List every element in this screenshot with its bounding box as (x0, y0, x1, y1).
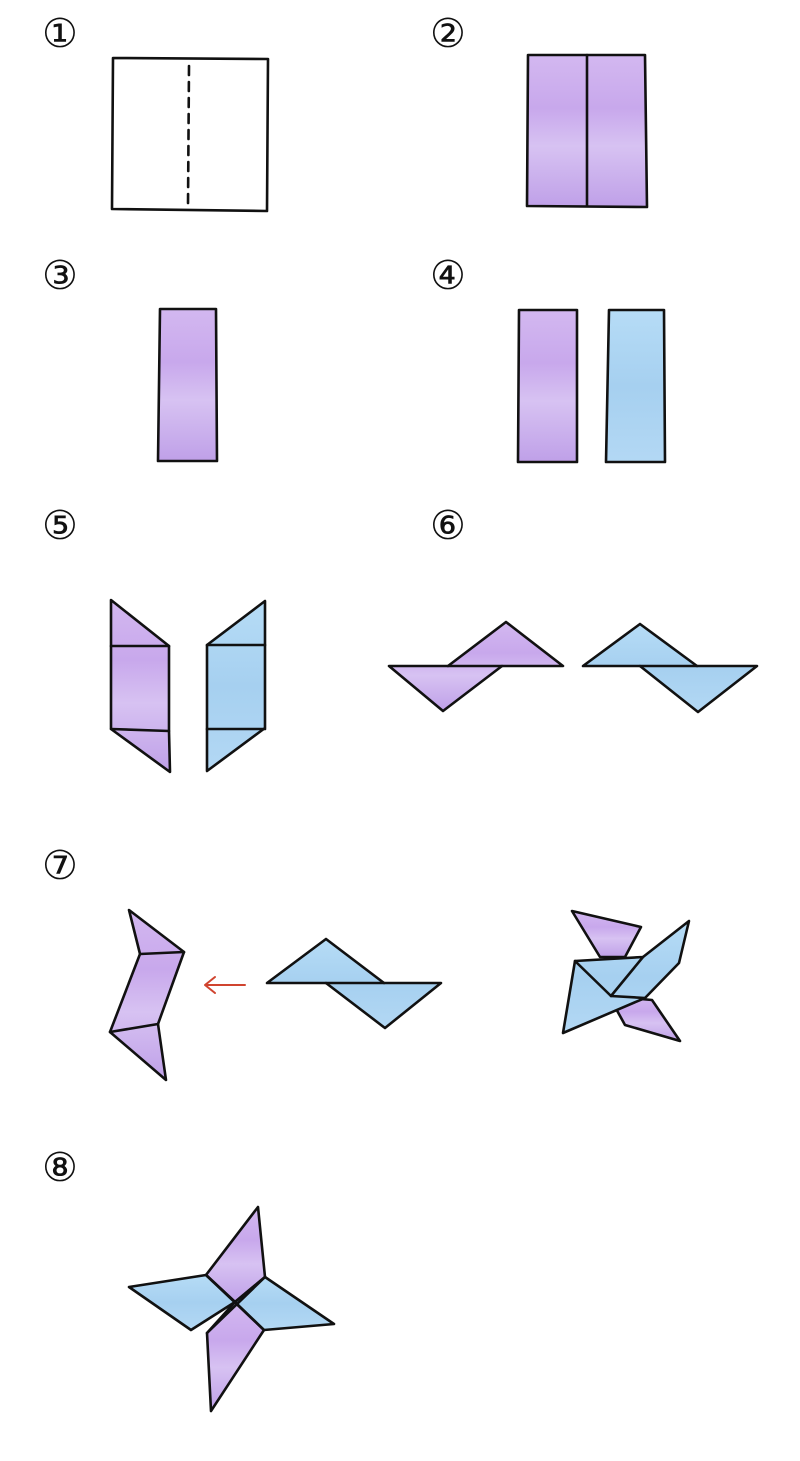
step-number-5: ⑤ (42, 503, 78, 549)
step5-folded-corners (109, 598, 267, 774)
step7-purple-piece (108, 908, 186, 1082)
step-number-4: ④ (430, 253, 466, 299)
step-number-7: ⑦ (42, 843, 78, 889)
step7-assembled-pieces (561, 909, 691, 1043)
step-number-6: ⑥ (430, 503, 466, 549)
step2-folded-paper (525, 53, 649, 209)
left-arrow-icon (204, 976, 246, 994)
step8-finished-shuriken (127, 1205, 336, 1413)
step3-purple-strip (156, 307, 219, 463)
step-number-8: ⑧ (42, 1145, 78, 1191)
step1-square-paper (110, 56, 270, 213)
step-number-3: ③ (42, 253, 78, 299)
step-number-1: ① (42, 11, 78, 57)
step4-two-strips (516, 308, 667, 464)
step7-blue-piece (265, 937, 443, 1030)
step-number-2: ② (430, 11, 466, 57)
step6-parallelograms (387, 620, 759, 714)
